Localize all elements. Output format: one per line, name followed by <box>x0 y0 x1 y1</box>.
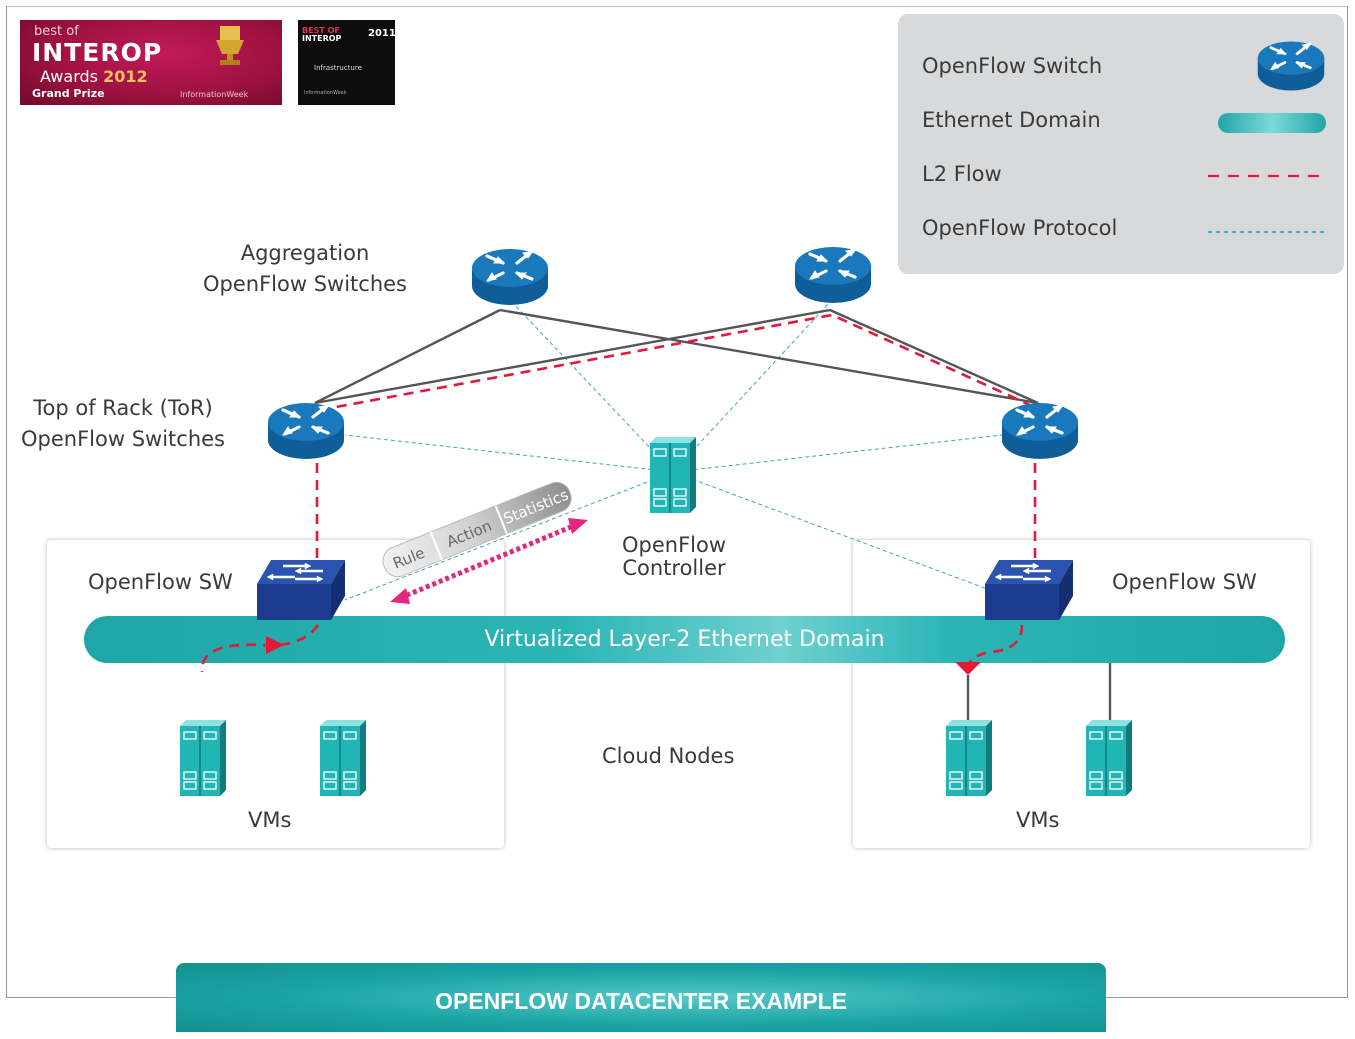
flow-arrow-icon <box>266 636 284 654</box>
vm-server-icon <box>1086 720 1132 796</box>
award-title: INTEROP <box>32 38 163 67</box>
award-line: best of <box>34 24 79 39</box>
right-rack-panel <box>853 540 1310 848</box>
award-line: BEST OF <box>302 26 340 35</box>
tor-switch-left-icon <box>266 401 346 461</box>
openflow-controller-icon <box>650 437 696 513</box>
left-openflow-sw-icon <box>255 558 345 622</box>
legend-label-openflow-switch: OpenFlow Switch <box>922 54 1103 78</box>
vm-server-icon <box>180 720 226 796</box>
aggregation-switch-left-icon <box>470 247 550 307</box>
interop-2011-award-badge: BEST OF INTEROP 2011 Infrastructure Info… <box>298 20 395 105</box>
tor-switch-right-icon <box>1000 401 1080 461</box>
award-category: Infrastructure <box>314 64 362 72</box>
award-prize: Grand Prize <box>32 87 105 100</box>
award-sponsor: InformationWeek <box>304 90 347 96</box>
right-openflow-sw-label: OpenFlow SW <box>1112 570 1257 594</box>
aggregation-label: Aggregation OpenFlow Switches <box>203 241 407 296</box>
vm-server-icon <box>946 720 992 796</box>
flow-table-entry: Rule Action Statistics <box>382 481 572 578</box>
legend-ethernet-domain-swatch <box>1218 113 1326 133</box>
award-year: 2011 <box>368 28 395 39</box>
award-sponsor: InformationWeek <box>180 90 249 99</box>
award-subtitle: Awards 2012 <box>40 67 148 86</box>
openflow-protocol-links <box>344 299 1003 601</box>
channel-arrow-left-icon <box>390 588 410 604</box>
physical-links <box>314 308 1039 405</box>
right-openflow-sw-icon <box>983 558 1073 622</box>
legend-label-ethernet-domain: Ethernet Domain <box>922 108 1101 132</box>
footer-title: OPENFLOW DATACENTER EXAMPLE <box>176 963 1106 1032</box>
controller-label: OpenFlow Controller <box>621 533 727 580</box>
legend-label-openflow-protocol: OpenFlow Protocol <box>922 216 1118 240</box>
flow-arrow-down-icon <box>955 662 981 675</box>
left-openflow-sw-label: OpenFlow SW <box>88 570 233 594</box>
legend-label-l2-flow: L2 Flow <box>922 162 1002 186</box>
aggregation-switch-right-icon <box>793 245 873 305</box>
tor-label: Top of Rack (ToR) OpenFlow Switches <box>21 396 225 451</box>
award-title: INTEROP <box>302 34 342 43</box>
cloud-nodes-label: Cloud Nodes <box>602 744 735 768</box>
right-vms-label: VMs <box>1016 808 1060 832</box>
left-vms-label: VMs <box>248 808 292 832</box>
vm-server-icon <box>320 720 366 796</box>
legend-router-icon <box>1256 40 1326 92</box>
l2-flow-path <box>200 313 1037 673</box>
channel-arrow-right-icon <box>568 518 588 534</box>
virtualized-ethernet-domain: Virtualized Layer-2 Ethernet Domain <box>84 616 1285 663</box>
interop-2012-award-badge: best of INTEROP Awards 2012 Grand Prize … <box>20 20 282 105</box>
trophy-icon <box>216 26 244 65</box>
